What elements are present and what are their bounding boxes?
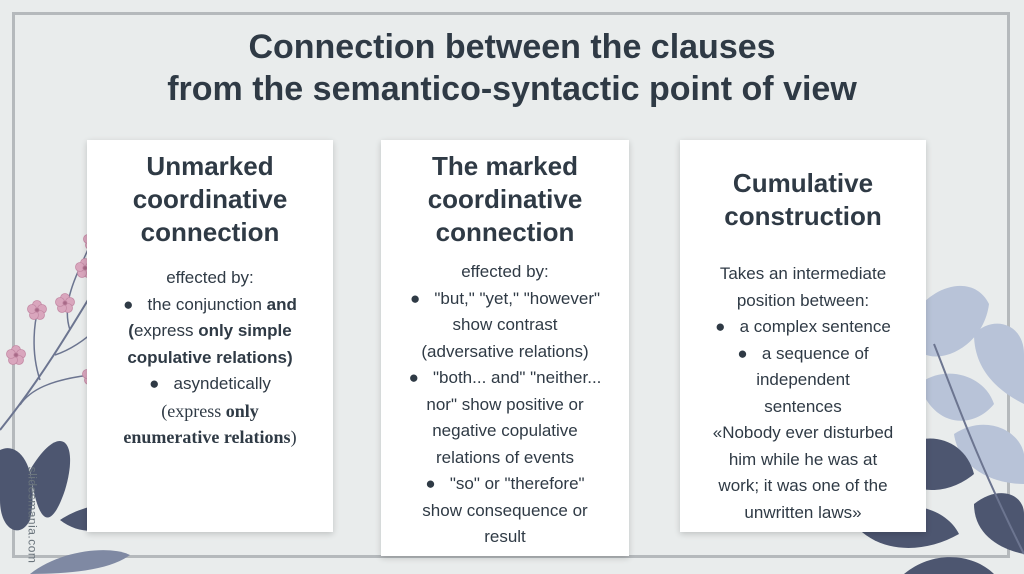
card-2-line: negative copulative [432,421,578,440]
card-1-body: effected by: ● the conjunction and (expr… [87,265,333,451]
card-1-text: ) [290,427,297,447]
card-3-line: sentences [764,396,842,416]
card-1-heading: Unmarked coordinative connection [87,150,333,249]
card-1-line-express-only: (express only [87,398,333,425]
card-2-line: relations of events [436,447,574,467]
card-3-body: Takes an intermediate position between: … [680,261,926,526]
card-2-line: (adversative relations) [421,341,589,361]
card-1-bold-text: ( [128,321,134,340]
card-1-heading-line: connection [140,217,280,247]
card-1-text: (express [161,400,226,421]
title-line-2: from the semantico-syntactic point of vi… [167,70,857,108]
card-2-line: result [484,527,526,546]
card-3-heading-line: Cumulative [732,168,874,198]
card-marked-coordinative: The marked coordinative connection effec… [381,140,629,556]
card-1-item-asyndetically: ● asyndetically [149,374,271,393]
card-3-line: him while he was at [728,449,878,469]
card-cumulative-construction: Cumulative construction Takes an interme… [680,140,926,532]
card-1-bold-text: and [266,294,297,314]
slide-title: Connection between the clauses from the … [0,26,1024,110]
card-3-line: Takes an intermediate [719,264,887,283]
card-1-heading-line: Unmarked [146,151,274,181]
card-3-line: ● a sequence of [737,343,869,363]
card-2-body: effected by: ● "but," "yet," "however" s… [381,259,629,551]
card-1-bold-text: enumerative relations [123,427,291,447]
title-line-1: Connection between the clauses [248,28,776,66]
card-1-bold-text: only simple [198,321,292,340]
card-3-line: ● a complex sentence [715,317,891,336]
card-2-line: nor" show positive or [426,394,584,414]
card-1-line-enumerative: enumerative relations) [87,424,333,451]
card-1-heading-line: coordinative [132,184,288,214]
card-2-line: ● "both... and" "neither... [408,368,602,387]
card-2-line: ● "but," "yet," "however" [409,288,601,308]
card-3-line: position between: [736,290,870,310]
card-1-intro: effected by: [166,268,254,287]
card-3-line: unwritten laws» [744,502,862,522]
card-3-line: work; it was one of the [718,476,888,495]
card-1-item-conjunction: ● the conjunction and [87,292,333,319]
card-3-heading: Cumulative construction [680,167,926,233]
card-1-line-express: (express only simple [87,318,333,345]
card-2-line: show contrast [452,315,558,334]
card-2-line: ● "so" or "therefore" [425,474,585,493]
card-unmarked-coordinative: Unmarked coordinative connection effecte… [87,140,333,532]
card-2-heading-line: coordinative [427,184,583,214]
card-2-heading-line: The marked [432,151,578,181]
card-2-line: effected by: [461,262,549,281]
card-1-line-copulative: copulative relations) [87,345,333,372]
card-3-line: «Nobody ever disturbed [712,423,894,442]
card-2-heading-line: connection [435,217,575,247]
card-3-line: independent [756,370,850,389]
watermark-text: slidesmania.com [25,466,40,564]
card-2-heading: The marked coordinative connection [381,150,629,249]
card-1-text: ● the conjunction [123,294,267,314]
card-1-text: express [133,321,199,340]
card-1-bold-text: only [225,400,259,421]
card-3-heading-line: construction [724,201,882,231]
card-2-line: show consequence or [422,500,588,520]
card-1-bold-text: copulative relations) [127,347,293,367]
